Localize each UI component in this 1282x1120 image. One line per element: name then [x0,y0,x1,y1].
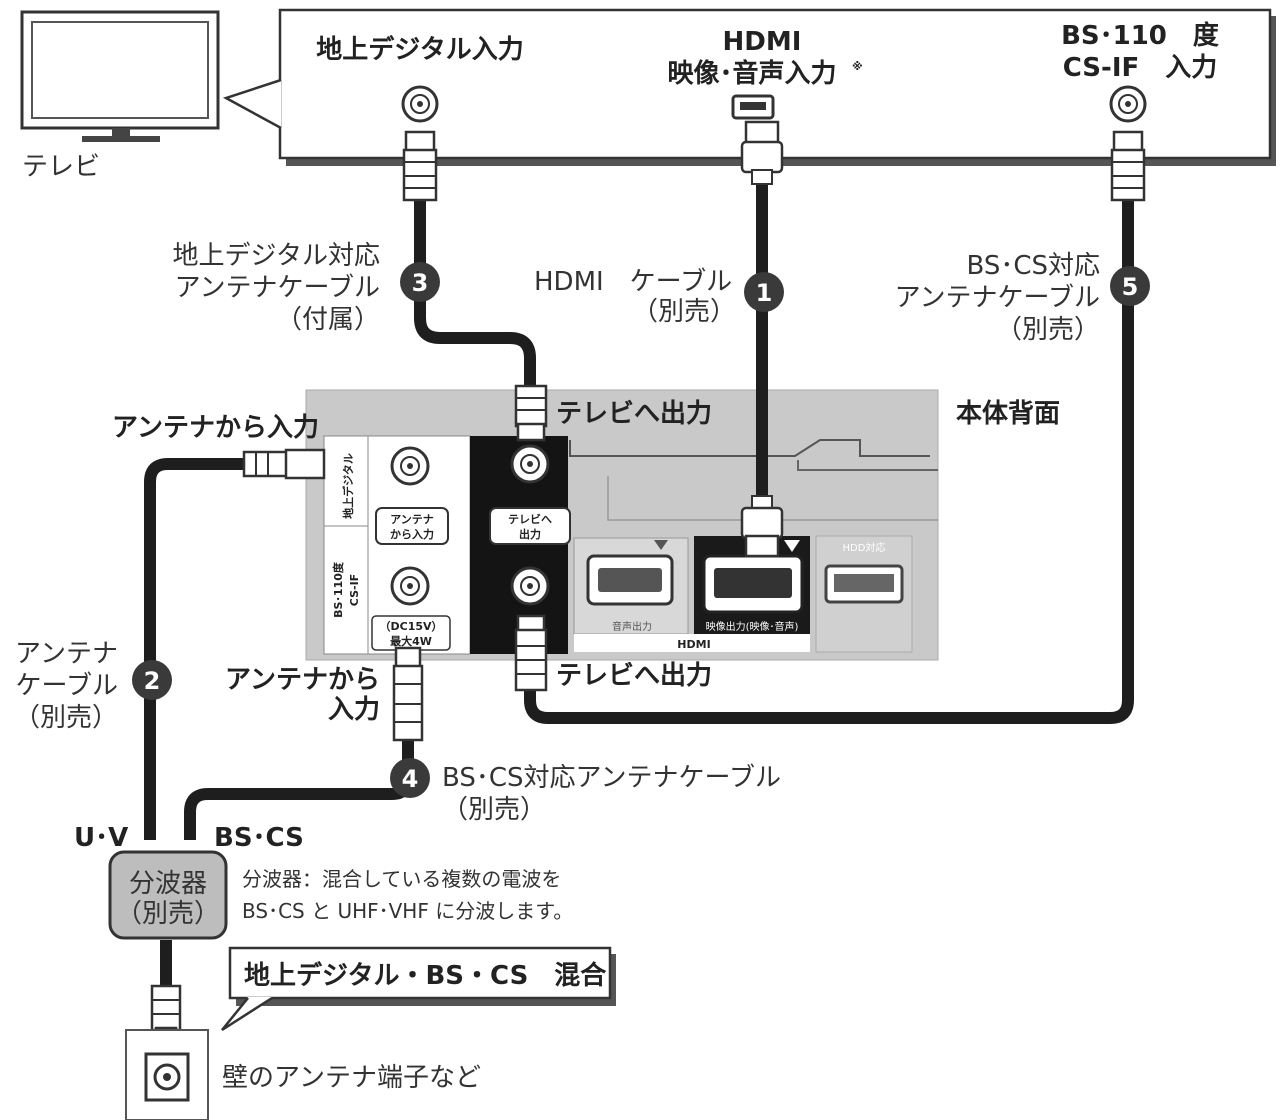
recorder-bs-antenna-port [390,566,430,606]
panel-hdd-label: HDD対応 [843,541,886,554]
tv-hdmi-input-label-1: HDMI [723,27,802,57]
splitter-desc-1: 分波器：混合している複数の電波を [242,867,561,891]
cable-5-label-3: （別売） [996,315,1100,345]
plug-tv-terrestrial [402,130,438,202]
cable-2-label-3: （別売） [14,703,118,733]
panel-bs-tag-1: BS･110度 [331,561,345,618]
mixed-signal-callout [221,946,616,1032]
tv-hdmi-port [731,94,775,120]
cable-3-label-3: （付属） [276,305,380,335]
cable-5-path [524,196,1134,724]
to-tv-label-bottom: テレビへ出力 [556,661,712,691]
panel-antenna-in-2: から入力 [390,527,434,541]
antenna-in-label-bottom-2: 入力 [328,695,380,725]
badge-cable-1: 1 [744,272,784,312]
splitter-uv-label: U･V [74,823,128,853]
recorder-terrestrial-antenna-port [390,446,430,486]
svg-text:1: 1 [756,279,773,307]
badge-cable-3: 3 [400,262,440,302]
panel-terrestrial-tag: 地上デジタル [341,453,355,519]
badge-cable-5: 5 [1110,266,1150,306]
cable-4-label-2: （別売） [442,795,546,825]
tv-bs-port [1109,85,1147,123]
svg-text:3: 3 [412,269,429,297]
cable-2-path [144,458,250,840]
plug-recorder-antenna-in [242,448,326,480]
splitter-desc-2: BS･CS と UHF･VHF に分波します。 [242,899,573,923]
svg-text:4: 4 [402,765,419,793]
to-tv-label-top: テレビへ出力 [556,399,712,429]
plug-recorder-hdmi [740,495,800,558]
plug-tv-bs [1110,130,1146,202]
recorder-terrestrial-tv-out-port [510,444,550,484]
splitter-label-2: （別売） [116,899,220,929]
panel-tv-out-2: 出力 [519,527,541,541]
recorder-rear-label: 本体背面 [956,399,1060,429]
panel-bs-tag-2: CS-IF [348,574,361,606]
svg-text:2: 2 [144,667,161,695]
plug-recorder-bs-in [392,646,424,742]
svg-text:5: 5 [1122,273,1139,301]
cable-3-path [414,196,536,392]
cable-1-label-2: （別売） [632,297,736,327]
wall-outlet-label: 壁のアンテナ端子など [222,1063,481,1093]
cable-5-label-2: アンテナケーブル [895,283,1100,313]
cable-3-label-2: アンテナケーブル [175,273,380,303]
cable-4-label-1: BS･CS対応アンテナケーブル [442,763,781,793]
tv-icon [20,10,220,142]
panel-dc-1: （DC15V） [379,620,442,633]
panel-tv-out-1: テレビへ [508,512,552,526]
tv-terrestrial-port [401,85,439,123]
badge-cable-4: 4 [390,758,430,798]
tv-bs-input-label-1: BS･110 度 [1061,20,1219,51]
splitter-bscs-label: BS･CS [214,823,304,853]
cable-2-label-1: アンテナ [15,639,118,669]
plug-recorder-tv-out-bottom [514,614,548,692]
cable-1-label-1: HDMI ケーブル [534,267,732,297]
panel-antenna-in-1: アンテナ [390,513,434,526]
tv-hdmi-input-label-2: 映像･音声入力 [667,58,836,89]
tv-bs-input-label-2: CS-IF 入力 [1063,53,1218,83]
tv-hdmi-note: ※ [852,60,863,73]
recorder-bs-tv-out-port [510,566,550,606]
wall-outlet-icon [125,1029,209,1120]
cable-3-label-1: 地上デジタル対応 [173,241,380,271]
panel-video-out: 映像出力(映像･音声) [706,620,799,633]
cables [144,182,1134,990]
panel-audio-out: 音声出力 [612,620,652,633]
antenna-in-label-top: アンテナから入力 [112,413,319,443]
splitter-box [108,850,228,940]
plug-tv-hdmi [740,120,784,185]
tv-terrestrial-input-label: 地上デジタル入力 [316,34,523,65]
tv-label: テレビ [22,152,100,182]
cable-5-label-1: BS･CS対応 [966,251,1100,281]
tv-back-panel [222,8,1276,166]
antenna-in-label-bottom-1: アンテナから [225,665,380,695]
panel-dc-2: 最大4W [390,634,432,648]
panel-hdmi-label: HDMI [677,638,710,651]
splitter-label-1: 分波器 [129,869,207,899]
mixed-signal-label: 地上デジタル・BS・CS 混合 [244,960,607,991]
badge-cable-2: 2 [132,660,172,700]
cable-2-label-2: ケーブル [16,671,118,701]
plug-recorder-tv-out-top [514,384,548,442]
